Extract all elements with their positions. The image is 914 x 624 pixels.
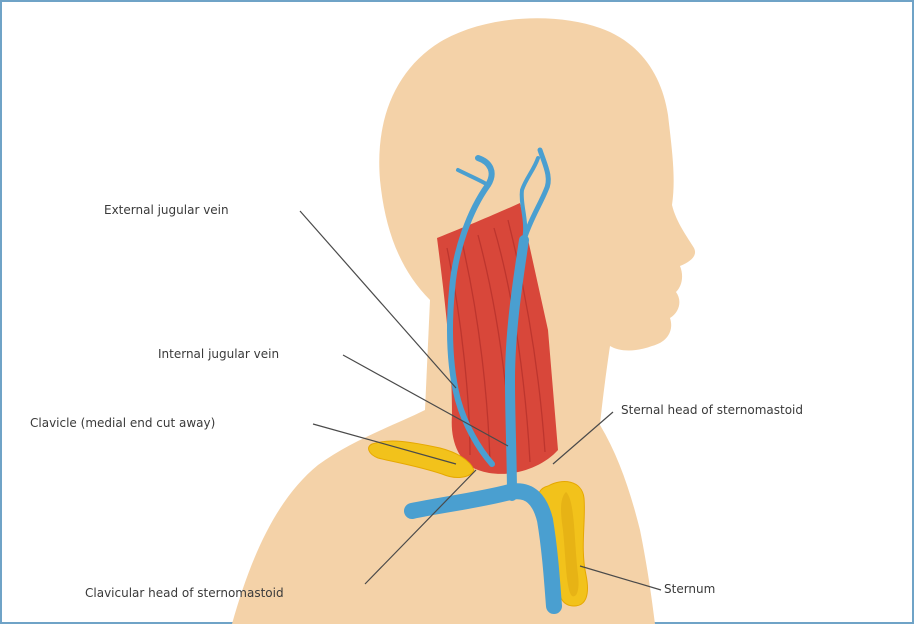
label-sternum: Sternum (664, 582, 715, 596)
label-external-jugular-vein: External jugular vein (104, 203, 229, 217)
label-clavicular-head: Clavicular head of sternomastoid (85, 586, 284, 600)
label-internal-jugular-vein: Internal jugular vein (158, 347, 279, 361)
label-sternal-head: Sternal head of sternomastoid (621, 403, 803, 417)
label-clavicle: Clavicle (medial end cut away) (30, 416, 215, 430)
